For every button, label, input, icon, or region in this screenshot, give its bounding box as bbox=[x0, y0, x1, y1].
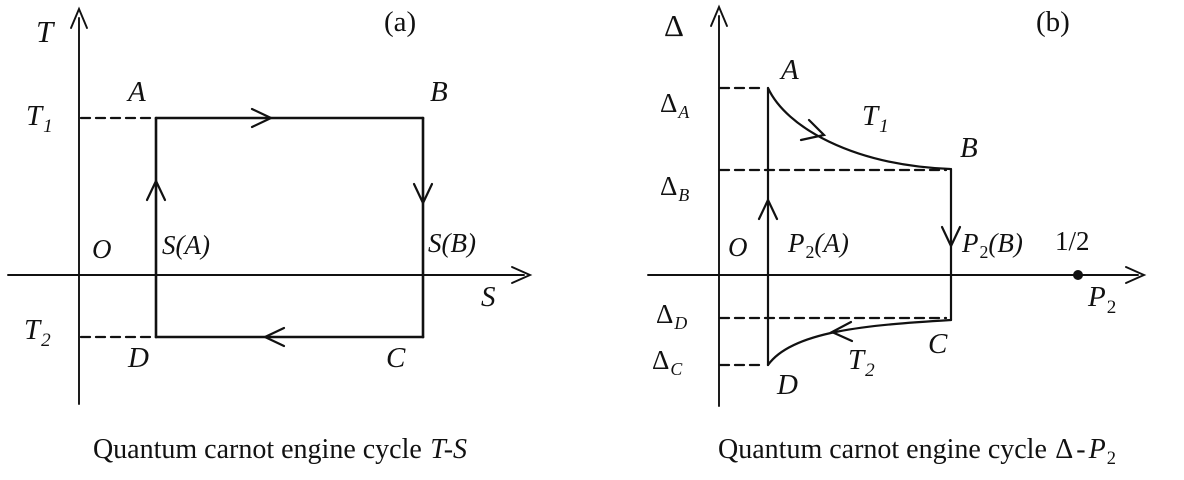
t1-sub: 1 bbox=[879, 115, 889, 137]
delta-d-sub: D bbox=[674, 313, 688, 334]
panel-b-x-axis-label: P2 bbox=[1088, 283, 1116, 317]
panel-b-caption-dash: - bbox=[1076, 434, 1086, 465]
s-axis-arrowhead-icon bbox=[511, 266, 533, 284]
curve-ab-isotherm-t1 bbox=[766, 86, 952, 171]
panel-b-dashed-guides bbox=[718, 86, 948, 367]
delta-b-sub: B bbox=[678, 185, 690, 206]
t2-sub: 2 bbox=[41, 329, 51, 351]
label-t2: T2 bbox=[24, 316, 51, 350]
panel-a-caption-text: Quantum carnot engine cycle bbox=[92, 434, 422, 465]
t2-sub: 2 bbox=[865, 359, 875, 381]
p2-main: P bbox=[1088, 281, 1106, 313]
p2a-paren: (A) bbox=[814, 228, 849, 258]
vertex-d-label: D bbox=[128, 342, 149, 374]
p2b-paren: (B) bbox=[988, 228, 1023, 258]
label-t1: T1 bbox=[26, 102, 53, 136]
panel-b-tag: (b) bbox=[1036, 6, 1070, 38]
arrow-left-icon bbox=[262, 326, 286, 348]
label-delta-c: ΔC bbox=[652, 347, 682, 379]
p2b-main: P bbox=[962, 228, 979, 258]
panel-b-origin-label: O bbox=[728, 232, 748, 262]
arrow-up-icon bbox=[757, 197, 779, 221]
panel-a-y-axis-label: T bbox=[36, 14, 54, 49]
p2a-sub: 2 bbox=[805, 242, 815, 263]
panel-a-cycle-rectangle bbox=[154, 116, 425, 339]
t-axis-arrowhead-icon bbox=[70, 6, 88, 29]
delta-c-main: Δ bbox=[652, 345, 670, 375]
panel-a-caption: Quantum carnot engine cycle T-S bbox=[0, 434, 560, 466]
vertex-b-label: B bbox=[430, 76, 448, 108]
arrow-up-icon bbox=[145, 178, 167, 202]
t2-main: T bbox=[24, 314, 41, 346]
arrow-curve-ab-icon bbox=[799, 118, 827, 142]
delta-b-main: Δ bbox=[660, 171, 678, 201]
vertex-c-label: C bbox=[386, 342, 406, 374]
panel-a-tag: (a) bbox=[384, 6, 417, 38]
p2-axis-arrowhead-icon bbox=[1125, 266, 1147, 284]
p2-sub: 2 bbox=[1106, 296, 1117, 318]
delta-a-sub: A bbox=[678, 102, 690, 123]
t1-main: T bbox=[862, 100, 879, 132]
panel-b-caption-sub: 2 bbox=[1106, 448, 1116, 469]
label-p2-of-b: P2(B) bbox=[962, 230, 1023, 262]
vertex-a-label: A bbox=[781, 54, 799, 86]
isotherm-t1-label: T1 bbox=[862, 102, 889, 136]
vertex-b-label: B bbox=[960, 132, 978, 164]
delta-a-main: Δ bbox=[660, 88, 678, 118]
label-s-of-b: S(B) bbox=[428, 228, 476, 258]
panel-a-x-axis-label: S bbox=[481, 281, 496, 313]
t2-main: T bbox=[848, 344, 865, 376]
label-p2-of-a: P2(A) bbox=[788, 230, 849, 262]
panel-b-y-axis-label: Δ bbox=[664, 8, 684, 43]
delta-c-sub: C bbox=[670, 359, 683, 380]
half-point-dot bbox=[1073, 270, 1083, 280]
vertex-c-label: C bbox=[928, 328, 948, 360]
arrow-down-icon bbox=[412, 182, 434, 206]
t1-sub: 1 bbox=[43, 115, 53, 137]
vertex-a-label: A bbox=[128, 76, 146, 108]
arrow-down-icon bbox=[940, 225, 962, 249]
label-delta-b: ΔB bbox=[660, 173, 689, 205]
panel-b-cycle bbox=[766, 86, 953, 367]
arrow-curve-cd-icon bbox=[829, 320, 854, 343]
vertex-d-label: D bbox=[777, 369, 798, 401]
panel-b-direction-arrows bbox=[757, 118, 962, 343]
p2a-main: P bbox=[788, 228, 805, 258]
panel-a-caption-math: T-S bbox=[430, 434, 468, 465]
delta-axis-arrowhead-icon bbox=[710, 4, 728, 27]
panel-a-direction-arrows bbox=[145, 107, 434, 348]
panel-b-caption-delta: Δ bbox=[1055, 434, 1074, 465]
arrow-right-icon bbox=[250, 107, 274, 129]
label-delta-d: ΔD bbox=[656, 301, 687, 333]
t1-main: T bbox=[26, 100, 43, 132]
panel-a-axes bbox=[7, 6, 533, 405]
label-delta-a: ΔA bbox=[660, 90, 689, 122]
p2b-sub: 2 bbox=[979, 242, 989, 263]
panel-b-caption-text: Quantum carnot engine cycle bbox=[718, 434, 1047, 465]
panel-a-dashed-guides bbox=[79, 116, 155, 339]
label-s-of-a: S(A) bbox=[162, 230, 210, 260]
panel-b-axes bbox=[647, 4, 1147, 407]
isotherm-t2-label: T2 bbox=[848, 346, 875, 380]
panel-b-caption-p: P bbox=[1088, 434, 1106, 465]
panel-a-origin-label: O bbox=[92, 234, 112, 264]
label-one-half: 1/2 bbox=[1055, 226, 1090, 256]
delta-d-main: Δ bbox=[656, 299, 674, 329]
curve-cd-isotherm-t2 bbox=[766, 318, 953, 367]
panel-b-caption: Quantum carnot engine cycle Δ-P2 bbox=[645, 434, 1184, 469]
